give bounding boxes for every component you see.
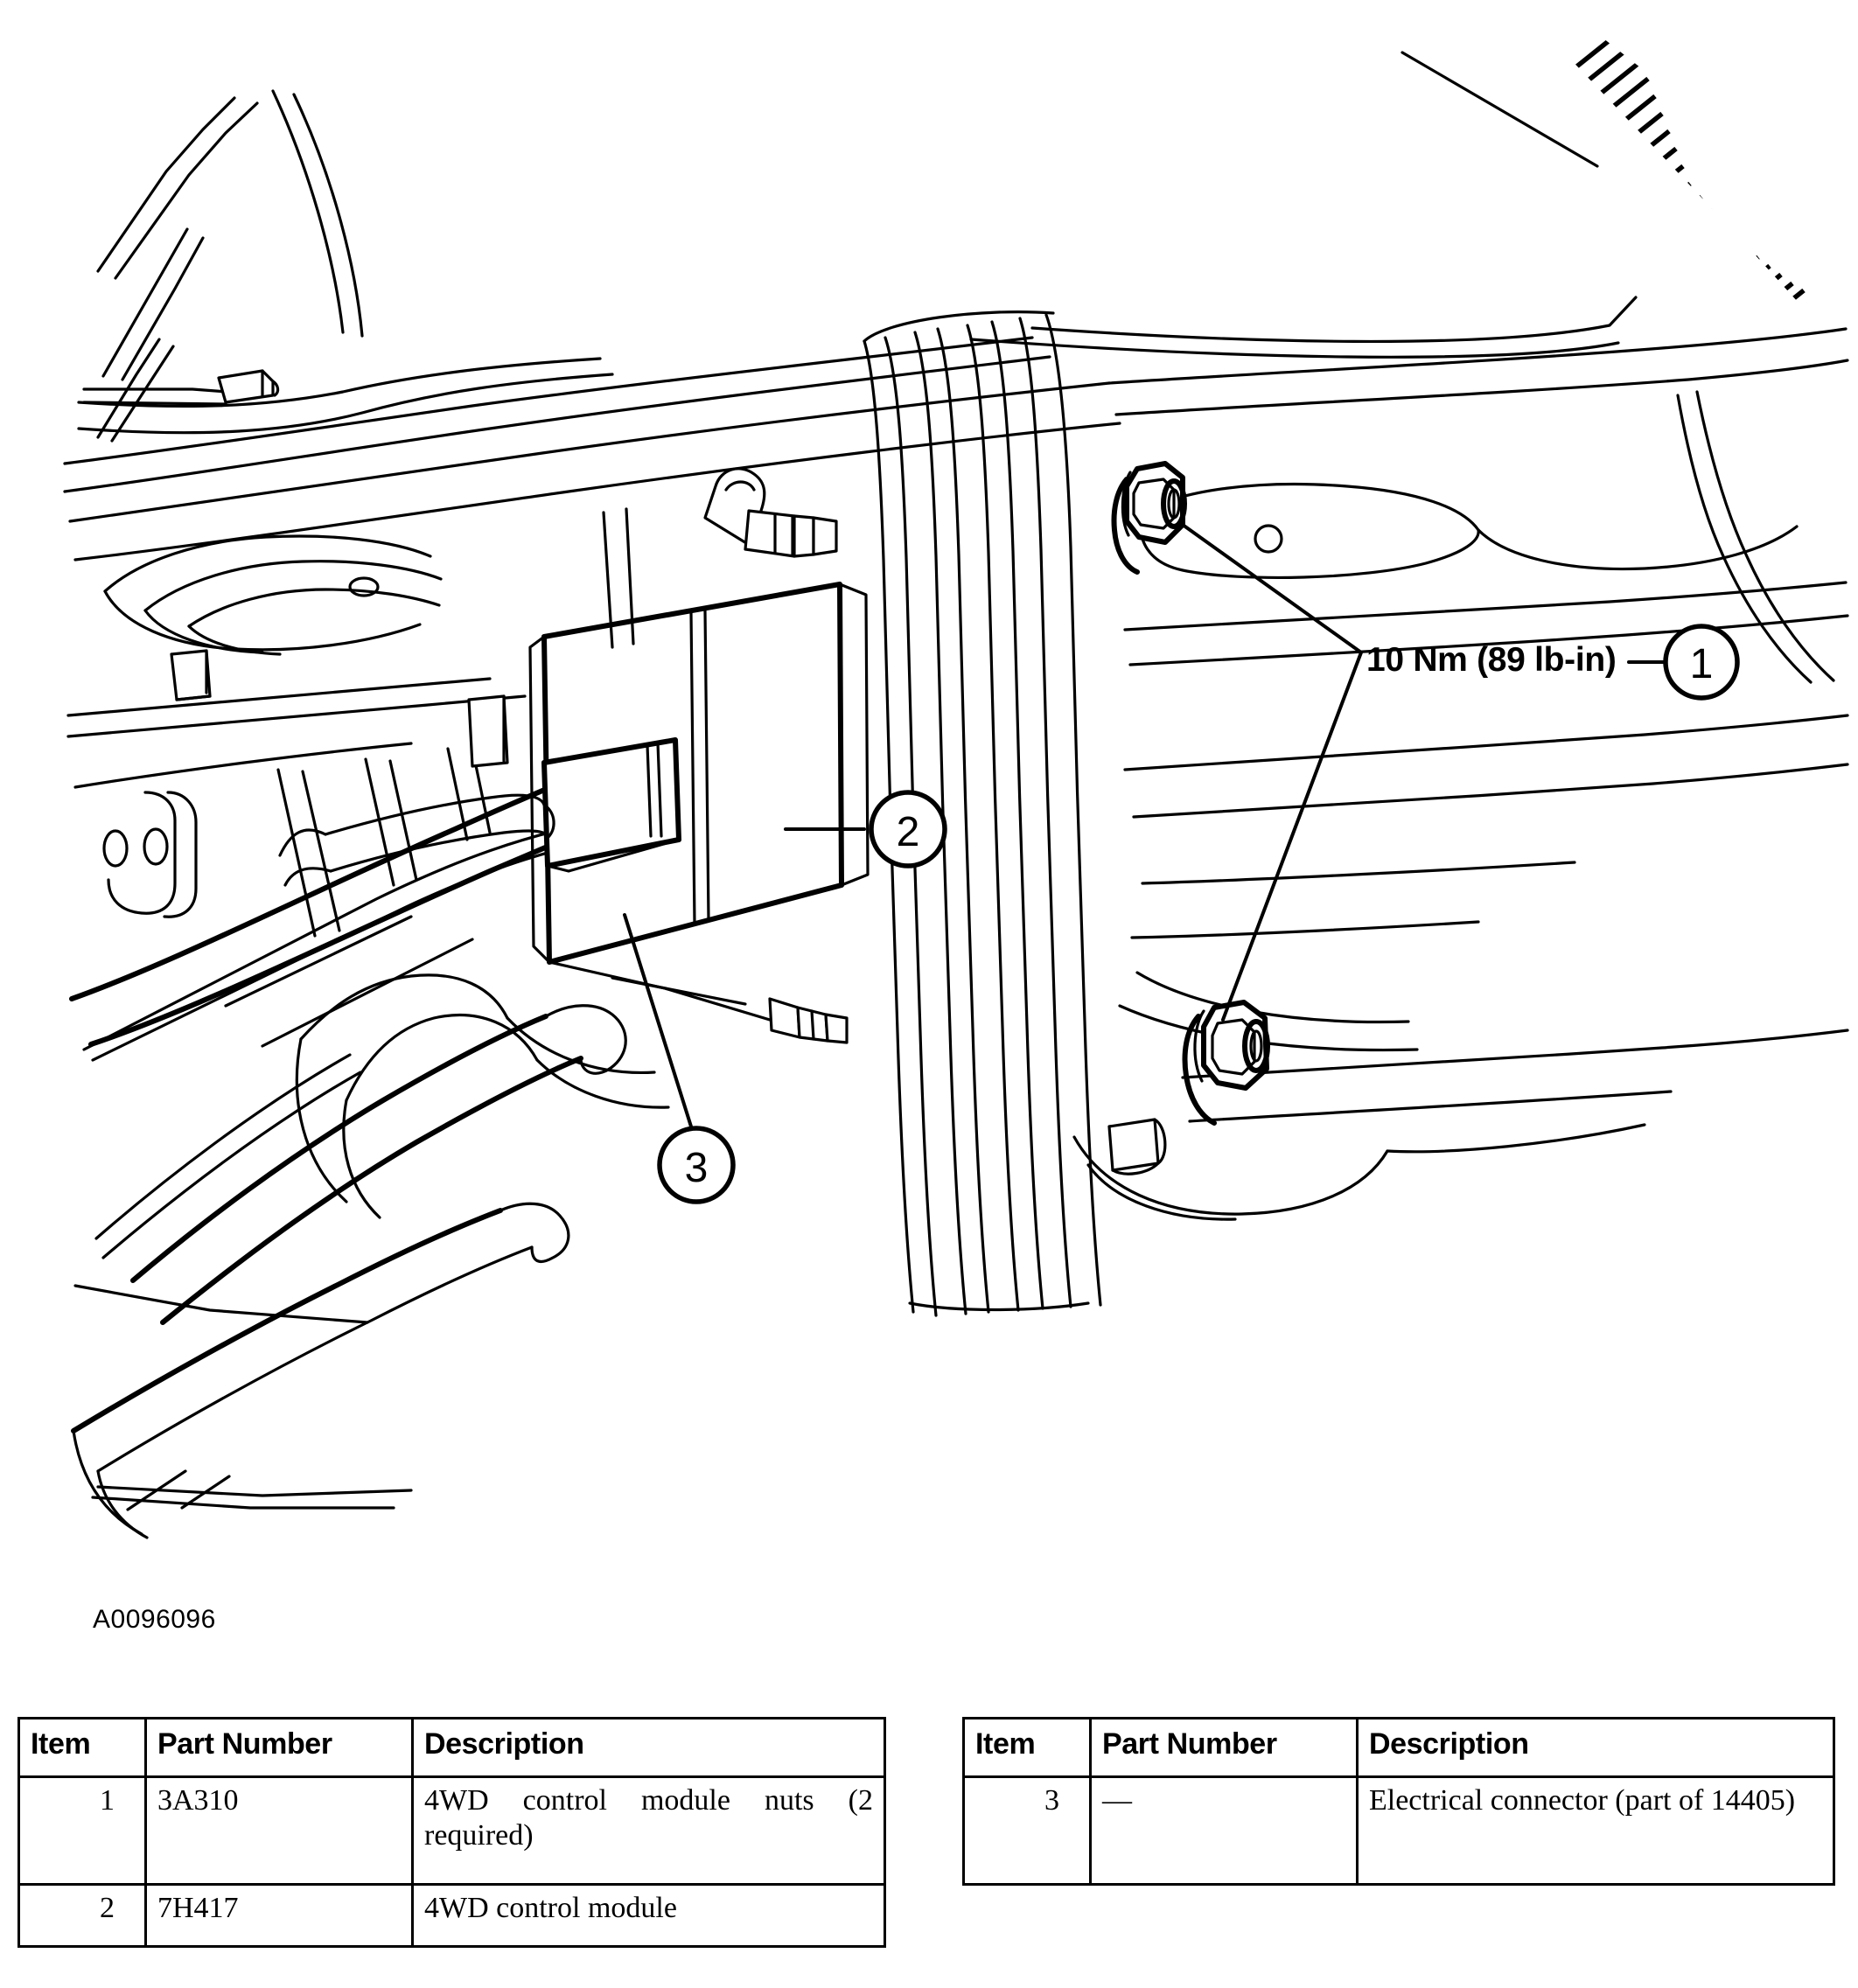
column-header-description: Description [411,1717,886,1778]
table-row: 3 — Electrical connector (part of 14405) [962,1775,1835,1886]
flange-nut-lower [1182,1000,1270,1126]
upper-body-contour-2 [969,338,1620,359]
table-header-row: Item Part Number Description [962,1717,1835,1778]
flange-nut-upper [1111,461,1187,575]
cell-part-number: 3A310 [144,1775,414,1886]
cell-item: 1 [17,1775,147,1886]
svg-text:2: 2 [897,809,920,855]
leader-line-callout-1 [1181,523,1363,1022]
cell-description: 4WD control module [411,1883,886,1948]
parts-table-left: Item Part Number Description 1 3A310 4WD… [17,1717,886,1948]
cell-description: 4WD control module nuts (2 required) [411,1775,886,1886]
svg-text:1: 1 [1690,641,1714,687]
roof-edge-line [1400,51,1599,168]
callout-marker-2: 2 [784,790,947,868]
control-module-group [278,467,870,1044]
table-row: 2 7H417 4WD control module [17,1883,886,1948]
figure-id-label: A0096096 [93,1605,216,1634]
upper-body-contour [1030,296,1638,344]
cell-part-number: 7H417 [144,1883,414,1948]
left-structure-group [63,89,1121,701]
column-header-item: Item [17,1717,147,1778]
torque-spec-label: 10 Nm (89 lb-in) [1366,641,1617,679]
table-row: 1 3A310 4WD control module nuts (2 requi… [17,1775,886,1886]
cell-description: Electrical connector (part of 14405) [1356,1775,1835,1886]
cell-item: 3 [962,1775,1092,1886]
cell-part-number: — [1089,1775,1359,1886]
column-header-description: Description [1356,1717,1835,1778]
callout-marker-1: 1 [1627,624,1740,701]
figure-linework: .ln { fill:none; stroke:#000; stroke-wid… [63,35,1849,1539]
table-header-row: Item Part Number Description [17,1717,886,1778]
column-header-part-number: Part Number [144,1717,414,1778]
column-header-item: Item [962,1717,1092,1778]
cell-item: 2 [17,1883,147,1948]
svg-text:3: 3 [685,1145,709,1191]
callout-marker-3: 3 [623,913,736,1204]
parts-table-right: Item Part Number Description 3 — Electri… [962,1717,1835,1886]
column-header-part-number: Part Number [1089,1717,1359,1778]
right-floor-panel [1072,327,1849,1221]
technical-illustration: .ln { fill:none; stroke:#000; stroke-wid… [63,35,1849,1539]
cut-section-hatching [1566,35,1817,302]
